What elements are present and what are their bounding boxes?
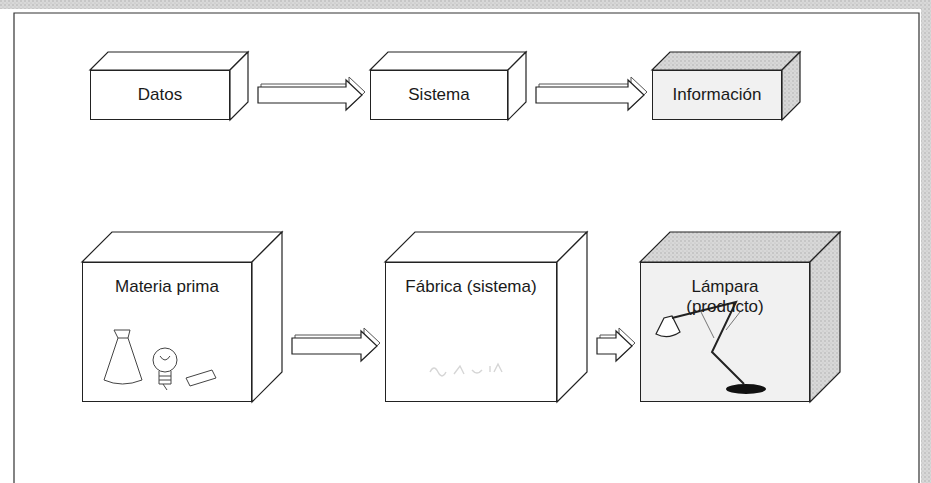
box-front-face <box>640 262 810 402</box>
box-top-face <box>370 52 526 70</box>
box-label: Datos <box>138 85 182 105</box>
box-side-face <box>557 232 587 402</box>
process-box: Información <box>652 70 782 120</box>
box-top-face <box>652 52 800 70</box>
box-top-face <box>90 52 248 70</box>
process-box: Datos <box>90 70 230 120</box>
lamp-shade <box>656 316 680 337</box>
shade-neck <box>114 330 130 338</box>
faint-scribble <box>430 364 502 376</box>
process-box: Sistema <box>370 70 508 120</box>
lamp-shade-part <box>104 338 142 384</box>
box-faces <box>82 52 840 402</box>
process-box: Fábrica (sistema) <box>385 262 557 402</box>
box-side-face <box>252 232 282 402</box>
box-front-face <box>385 262 557 402</box>
box-label: Fábrica (sistema) <box>405 277 536 297</box>
box-label: Sistema <box>408 85 469 105</box>
box-front-face <box>652 70 782 120</box>
box-top-face <box>82 232 282 262</box>
block-arrow <box>258 80 362 110</box>
flow-arrow-group <box>292 328 380 361</box>
bulb-part <box>153 348 177 372</box>
box-label: Información <box>673 85 762 105</box>
block-arrow <box>597 331 632 361</box>
box-label: Materia prima <box>115 277 219 297</box>
flow-arrow-group <box>597 328 635 361</box>
factory-marks <box>430 364 502 376</box>
flow-arrow-group <box>258 77 365 110</box>
top-band <box>0 0 931 9</box>
box-side-face <box>782 52 800 120</box>
box-label: Lámpara (producto) <box>652 277 798 316</box>
lamp-base <box>726 384 766 394</box>
box-front-face <box>82 262 252 402</box>
box-side-face <box>508 52 526 120</box>
box-side-face <box>230 52 248 120</box>
side-band <box>921 0 931 483</box>
lamp-illustration <box>656 302 766 394</box>
box-top-face <box>640 232 840 262</box>
outer-frame <box>14 13 919 483</box>
process-box: Lámpara (producto) <box>640 262 810 402</box>
block-arrow <box>536 80 644 110</box>
block-arrow <box>292 331 377 361</box>
arm-part <box>186 370 216 386</box>
bulb-filament <box>160 356 170 360</box>
process-box: Materia prima <box>82 262 252 402</box>
box-front-face <box>370 70 508 120</box>
raw-parts-illustration <box>104 330 216 390</box>
box-front-face <box>90 70 230 120</box>
bulb-base <box>159 371 171 390</box>
flow-arrow-group <box>536 77 647 110</box>
box-side-face <box>810 232 840 402</box>
box-top-face <box>385 232 587 262</box>
